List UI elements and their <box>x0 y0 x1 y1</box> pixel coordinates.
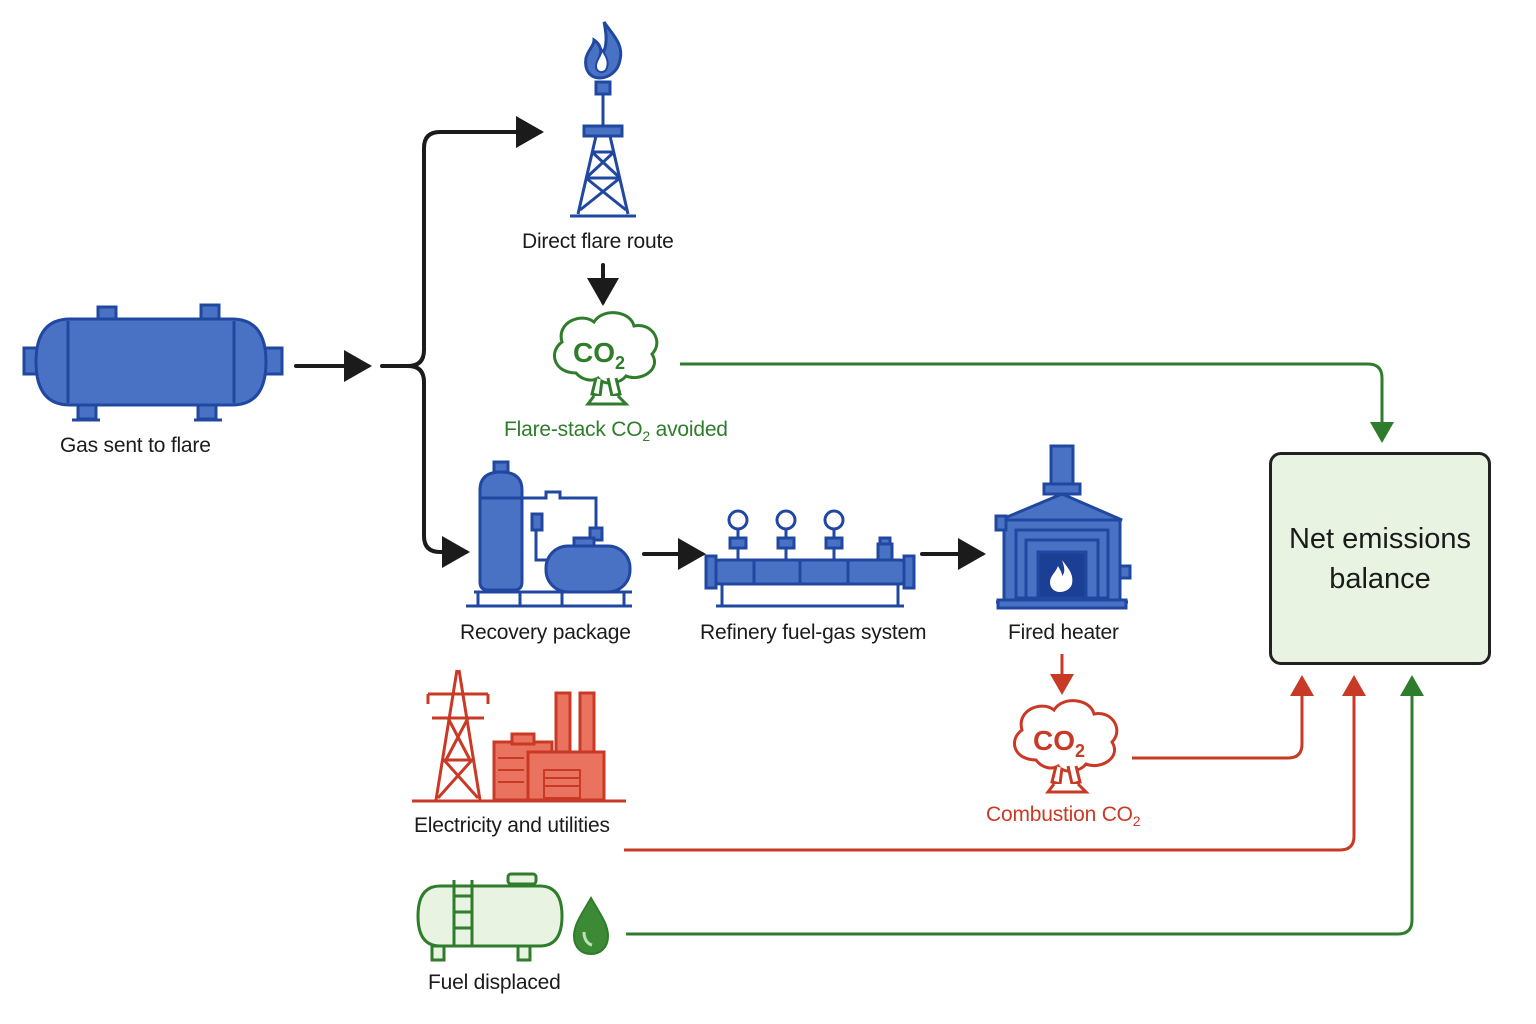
co2-cloud-icon: CO2 <box>1012 699 1119 794</box>
refinery-fuel-gas-system-label: Refinery fuel-gas system <box>700 621 927 644</box>
cloud-co-text: CO <box>1033 725 1075 756</box>
cloud-subscript: 2 <box>615 353 625 373</box>
net-emissions-balance-box: Net emissions balance <box>1269 452 1491 665</box>
arrow-fuel-displaced-to-balance <box>626 675 1424 936</box>
horizontal-vessel-icon <box>22 303 284 422</box>
cloud-subscript: 2 <box>1075 741 1085 761</box>
emission-flow-arrows <box>624 654 1366 852</box>
fuel-tank-icon <box>416 872 564 962</box>
compressor-package-icon <box>466 460 632 608</box>
fired-heater-label: Fired heater <box>1008 621 1119 644</box>
arrow-flare-co2-to-balance <box>680 362 1394 443</box>
fired-heater-icon <box>994 444 1132 610</box>
power-plant-icon <box>412 669 626 803</box>
recovery-package-label: Recovery package <box>460 621 631 644</box>
flare-stack-co2-label: Flare-stack CO2 avoided <box>504 418 728 445</box>
svg-text:CO2: CO2 <box>573 337 625 373</box>
arrow-split-to-flare <box>380 116 544 368</box>
net-emissions-balance-label: Net emissions balance <box>1288 522 1472 595</box>
flare-stack-icon <box>570 21 636 218</box>
direct-flare-route-label: Direct flare route <box>522 230 674 253</box>
co2-cloud-icon: CO2 <box>552 311 659 406</box>
arrow-combustion-to-balance <box>1132 675 1314 760</box>
fuel-gas-header-icon <box>704 509 916 608</box>
cloud-co-text: CO <box>573 337 615 368</box>
gas-flow-arrows <box>294 116 986 570</box>
gas-sent-to-flare-label: Gas sent to flare <box>60 434 211 457</box>
combustion-co2-label: Combustion CO2 <box>986 803 1141 830</box>
arrow-electricity-to-balance <box>624 675 1366 852</box>
avoided-flow-arrows <box>626 362 1424 936</box>
electricity-and-utilities-label: Electricity and utilities <box>414 814 610 837</box>
arrow-split-to-recovery <box>406 364 470 568</box>
fuel-displaced-label: Fuel displaced <box>428 971 561 994</box>
oil-drop-icon <box>572 895 610 956</box>
svg-text:CO2: CO2 <box>1033 725 1085 761</box>
